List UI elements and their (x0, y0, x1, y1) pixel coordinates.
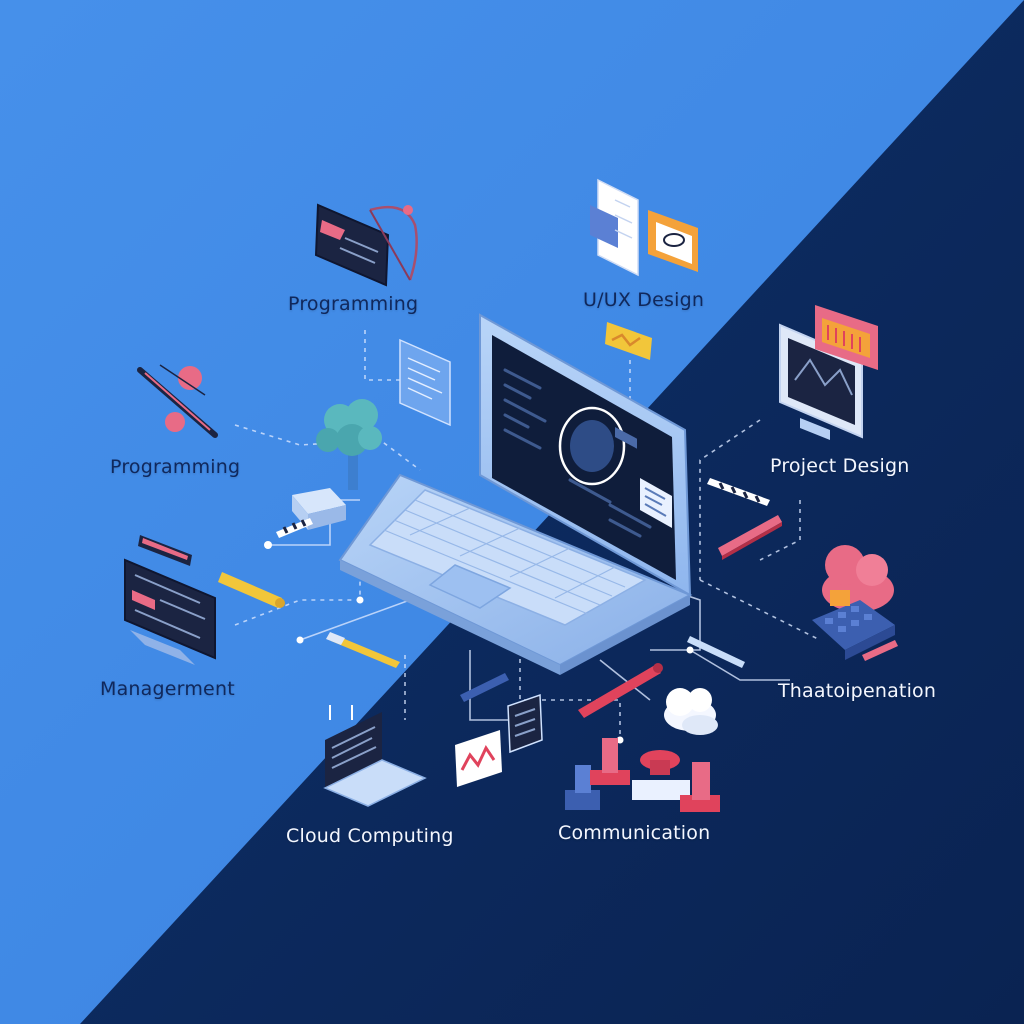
yellow-marker-icon (218, 572, 285, 608)
chart-card-icon (455, 693, 543, 787)
pink-bar-icon (138, 535, 192, 566)
label-thaatoipenation: Thaatoipenation (778, 680, 937, 702)
compass-pen-icon (137, 364, 218, 438)
label-programming-top: Programming (288, 293, 419, 315)
management-monitor-icon (124, 558, 216, 665)
screen-ring (558, 406, 626, 486)
label-programming-left: Programming (110, 456, 241, 478)
label-communication: Communication (558, 822, 711, 844)
server-block-icon (292, 488, 346, 530)
right-dashed-bar-icon (707, 478, 770, 506)
right-white-bar-icon (687, 636, 745, 668)
ui-ux-cards-icon (590, 178, 698, 277)
document-panel-icon (399, 338, 451, 427)
red-pen-icon (578, 663, 663, 718)
cloud-laptop-icon (323, 705, 427, 807)
striped-bar-icon (276, 518, 313, 538)
label-ui-ux-design: U/UX Design (583, 289, 705, 311)
screen-code-lines (503, 368, 652, 538)
label-cloud-computing: Cloud Computing (286, 825, 454, 847)
cloud-keyboard-icon (812, 545, 898, 661)
keyboard-keys (383, 499, 626, 615)
programming-monitor-icon (314, 203, 418, 287)
communication-blocks-icon (565, 738, 720, 812)
cloud-icon (664, 688, 718, 735)
laptop (338, 313, 693, 675)
right-red-pen-icon (718, 515, 782, 560)
blue-pen-icon (460, 673, 509, 702)
small-pen-icon (326, 632, 400, 668)
label-project-design: Project Design (770, 455, 910, 477)
project-design-monitor-icon (779, 305, 878, 440)
yellow-tag-icon (605, 322, 652, 360)
tree-icon (316, 399, 382, 490)
label-management: Managerment (100, 678, 235, 700)
